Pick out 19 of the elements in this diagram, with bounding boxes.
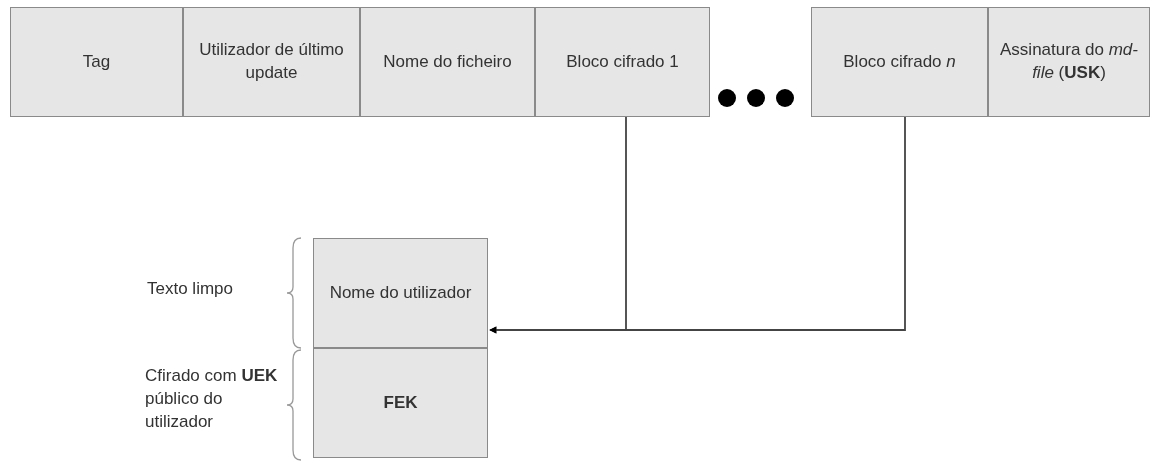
field-label: Tag — [81, 50, 112, 73]
field-label: Assinatura do md-file (USK) — [999, 39, 1139, 84]
field-box — [183, 7, 360, 117]
field-label: Bloco cifrado 1 — [565, 50, 680, 73]
field-box — [10, 7, 183, 117]
connector-arrow — [489, 116, 906, 334]
field-box — [988, 7, 1150, 117]
field-box — [535, 7, 710, 117]
side-note: Cfirado com UEK público do utilizador — [145, 365, 279, 433]
field-box — [811, 7, 988, 117]
field-box — [313, 348, 488, 458]
field-label: Bloco cifrado n — [842, 50, 957, 73]
field-label: Nome do ficheiro — [382, 50, 513, 73]
side-note: Texto limpo — [147, 278, 234, 300]
field-box — [360, 7, 535, 117]
field-label: Nome do utilizador — [328, 281, 473, 304]
field-box — [313, 238, 488, 348]
field-label: Utilizador de último update — [198, 39, 345, 84]
field-label: FEK — [382, 391, 419, 414]
